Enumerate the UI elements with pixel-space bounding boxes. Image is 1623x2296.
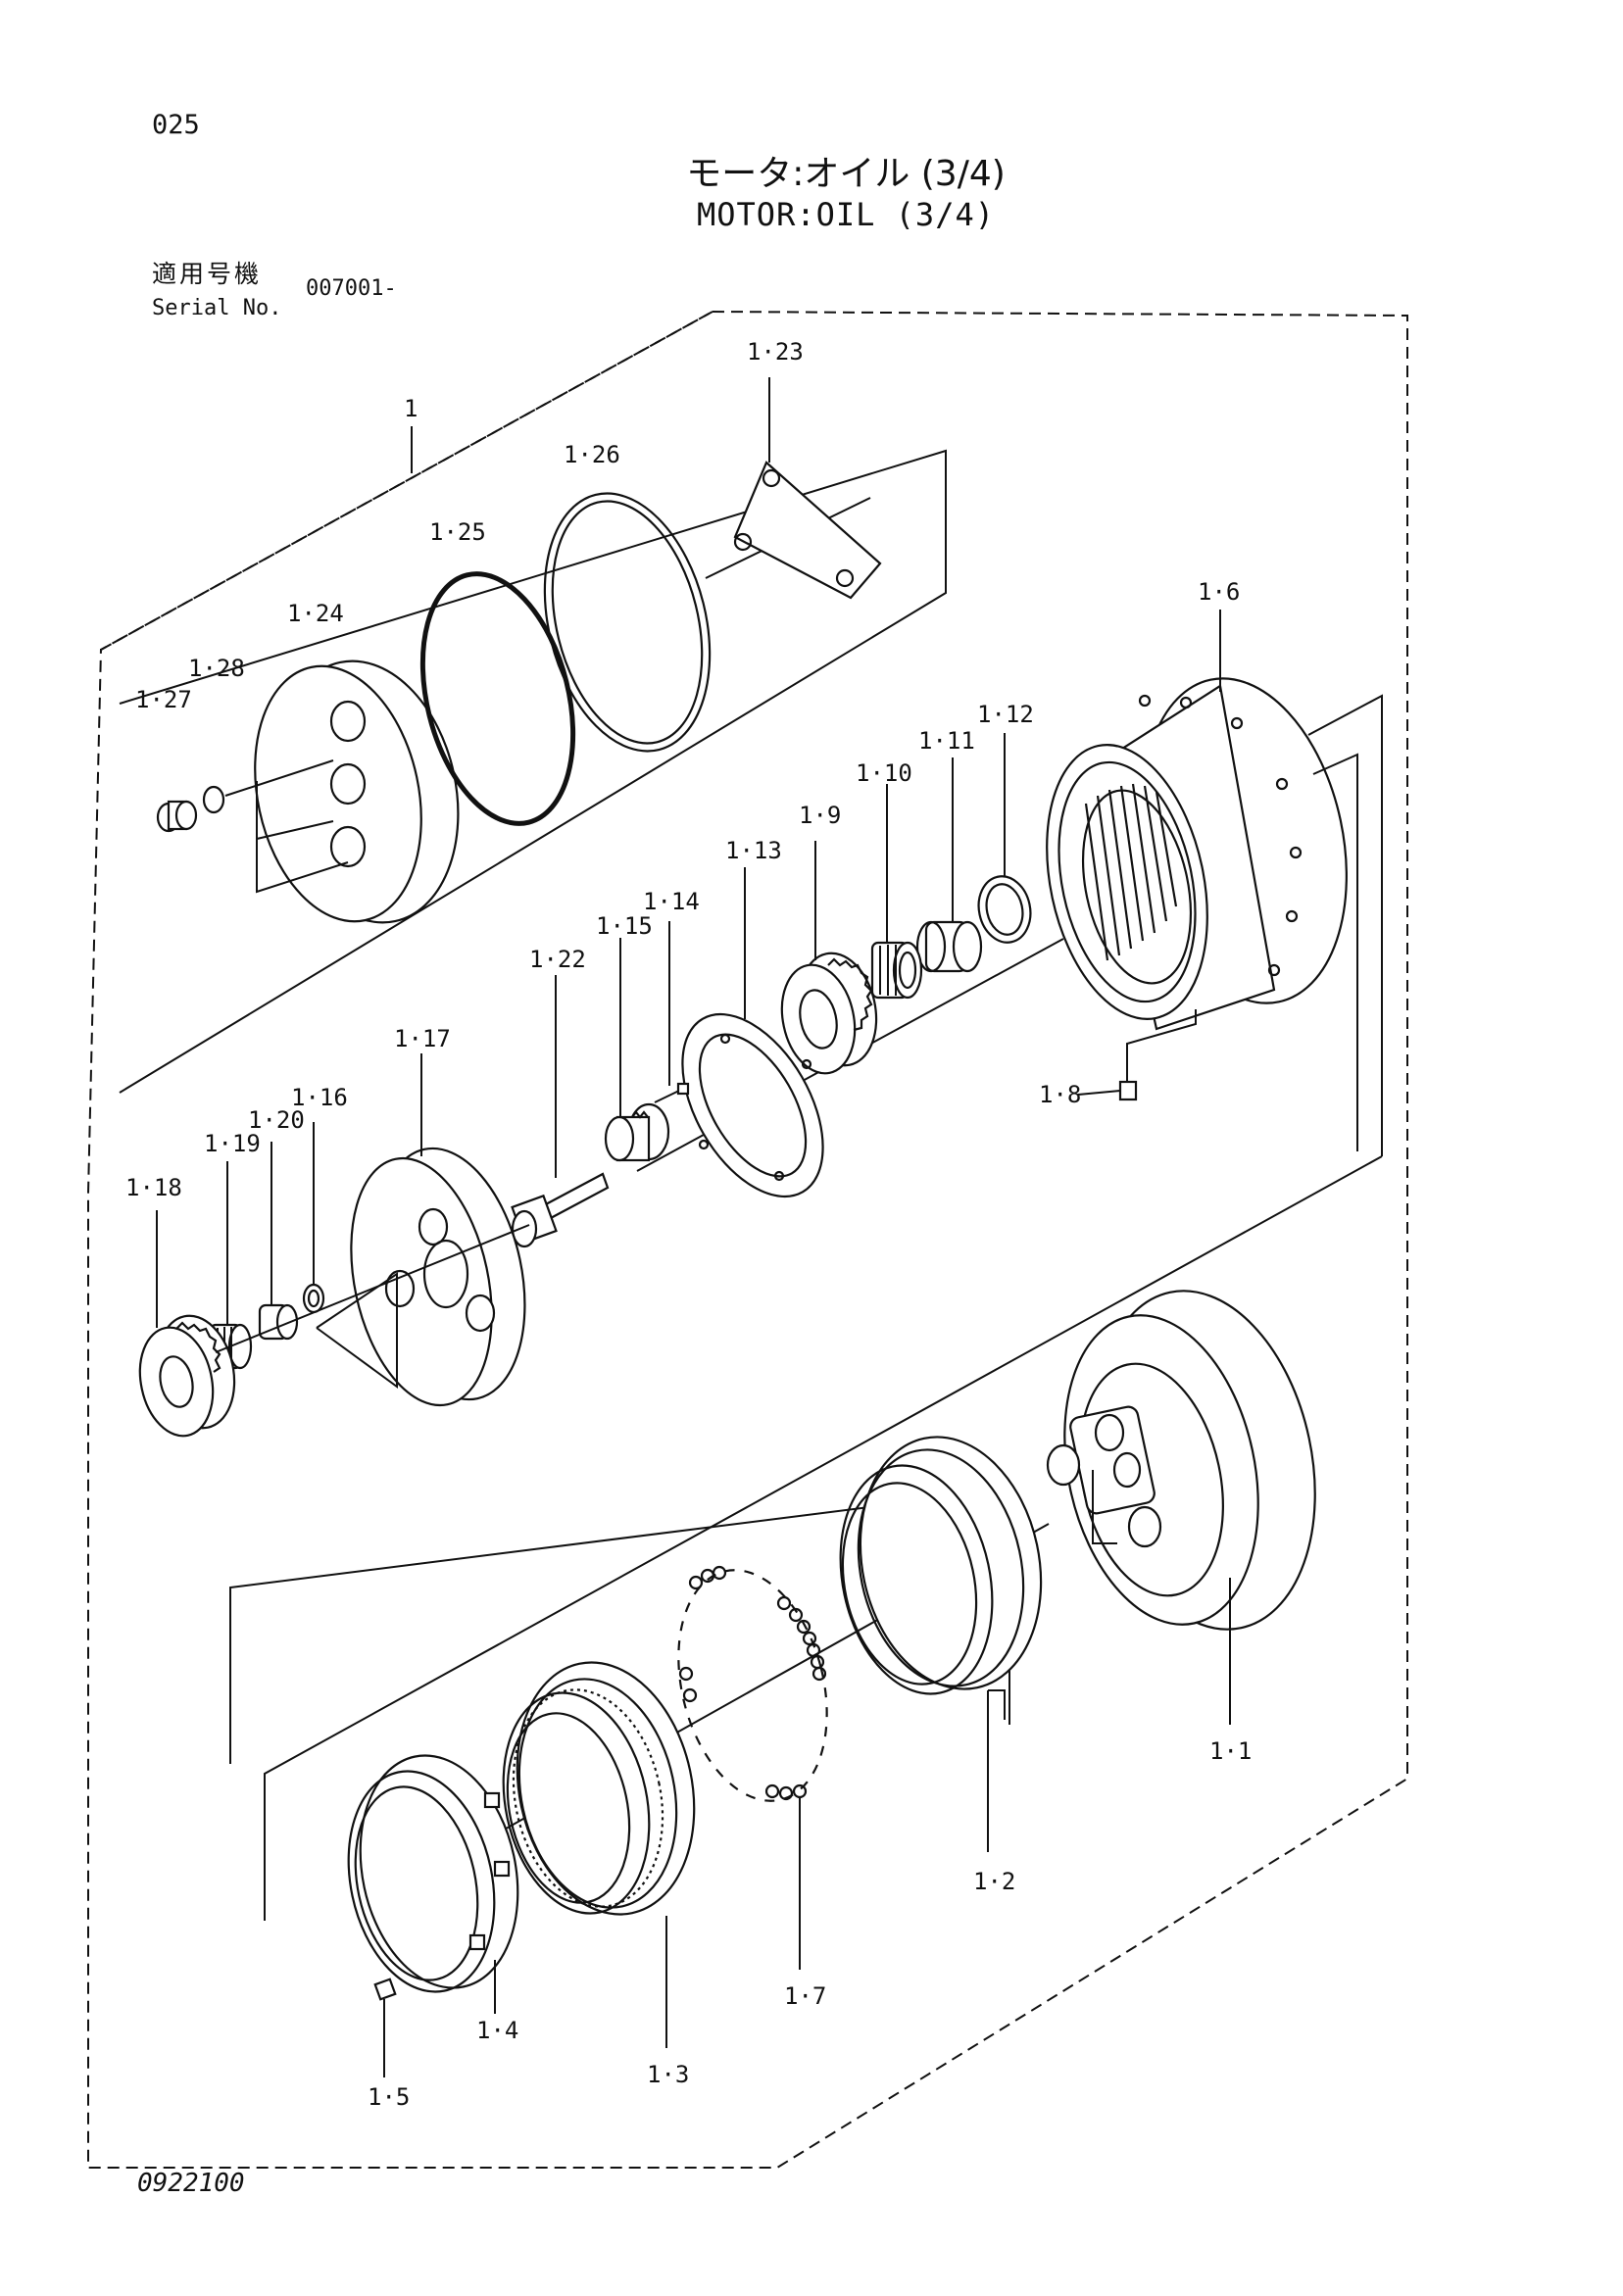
callout-1-22: 1·22	[529, 946, 586, 973]
bushing-part-1-20	[258, 1303, 299, 1341]
nut-part-1-4	[347, 1754, 519, 1993]
callout-1-26: 1·26	[564, 441, 620, 468]
callout-1-19: 1·19	[204, 1130, 261, 1157]
serial-label-english: Serial No.	[152, 296, 282, 320]
flange-bracket	[1092, 1470, 1117, 1544]
callout-1-14: 1·14	[643, 888, 700, 915]
planet-gear-part-1-18	[138, 1314, 236, 1438]
callout-1-8: 1·8	[1039, 1081, 1081, 1108]
callout-1-20: 1·20	[248, 1106, 305, 1134]
row2-axis-left	[215, 1224, 530, 1353]
plug-part-1-8	[1118, 1080, 1138, 1101]
page-title-english: MOTOR:OIL (3/4)	[697, 196, 995, 233]
bearing-part-1-3	[502, 1661, 696, 1916]
steel-balls-part-1-7	[677, 1565, 828, 1802]
callout-1-11: 1·11	[918, 727, 975, 755]
callout-1-9: 1·9	[799, 802, 841, 829]
callout-1-25: 1·25	[429, 518, 486, 546]
motor-flange-part-1-1	[1046, 1290, 1316, 1631]
callout-1-27: 1·27	[135, 686, 192, 713]
assembly-boundary-top	[100, 311, 713, 651]
row3-bracket-inner	[264, 1155, 1383, 1921]
page-title-japanese: モータ:オイル (3/4)	[686, 154, 1006, 194]
ring-gear-part-1-2	[839, 1436, 1043, 1695]
screw-part-1-14	[654, 1082, 690, 1103]
callout-1-1: 1·1	[1209, 1737, 1252, 1765]
callout-1-2: 1·2	[973, 1868, 1015, 1895]
shaft-part-1-22	[511, 1172, 610, 1248]
callout-1-28: 1·28	[188, 655, 245, 682]
housing-bracket-inner	[1312, 753, 1358, 1151]
page-number: 025	[152, 110, 200, 140]
housing-bracket-1-8	[1126, 1009, 1197, 1081]
callout-1-13: 1·13	[725, 837, 782, 864]
callout-1-24: 1·24	[287, 600, 344, 627]
callout-1-10: 1·10	[856, 759, 912, 787]
cover-part-1-24	[254, 659, 460, 924]
plate-part-1-23	[733, 461, 882, 600]
leader-1-8	[1077, 1090, 1121, 1096]
callout-1-15: 1·15	[596, 912, 653, 940]
ring-part-1-12	[977, 875, 1032, 944]
callout-1-4: 1·4	[476, 2017, 518, 2044]
cover-axis-b	[256, 820, 334, 840]
document-code: 0922100	[137, 2169, 245, 2198]
bushing-part-1-11	[915, 920, 983, 973]
callout-1-12: 1·12	[977, 701, 1034, 728]
carrier-triangle-bracket	[316, 1272, 398, 1389]
thrust-plate-part-1-13	[681, 1012, 824, 1198]
callout-1-23: 1·23	[747, 338, 804, 366]
gear-part-1-9	[780, 952, 878, 1075]
callout-1-5: 1·5	[368, 2083, 410, 2111]
set-screw-part-1-5	[373, 1978, 397, 2001]
carrier-part-1-17	[350, 1147, 526, 1407]
washer-inner-1-16	[307, 1289, 320, 1308]
washer-part-1-16	[302, 1283, 325, 1314]
row1-axis-bracket	[119, 449, 947, 1094]
callout-1: 1	[404, 395, 418, 422]
callout-1-18: 1·18	[125, 1174, 182, 1201]
needle-bearing-part-1-10	[870, 941, 923, 1000]
callout-1-17: 1·17	[394, 1025, 451, 1052]
cover-axis-a	[224, 759, 334, 797]
sun-gear-part-1-15	[604, 1102, 670, 1162]
ring-gear-bracket	[988, 1689, 1006, 1720]
o-ring-part-1-28	[202, 785, 225, 814]
callout-1-3: 1·3	[647, 2061, 689, 2088]
callout-1-6: 1·6	[1198, 578, 1240, 606]
serial-number-value: 007001-	[306, 276, 397, 301]
serial-label-japanese: 適用号機	[152, 260, 263, 288]
housing-bracket	[1307, 694, 1383, 1156]
cover-bracket	[256, 781, 349, 894]
housing-part-1-6	[1046, 677, 1348, 1031]
callout-1-7: 1·7	[784, 1982, 826, 2010]
plug-part-1-27	[156, 800, 198, 833]
snap-ring-part-1-26	[543, 492, 712, 753]
callout-1-16: 1·16	[291, 1084, 348, 1111]
